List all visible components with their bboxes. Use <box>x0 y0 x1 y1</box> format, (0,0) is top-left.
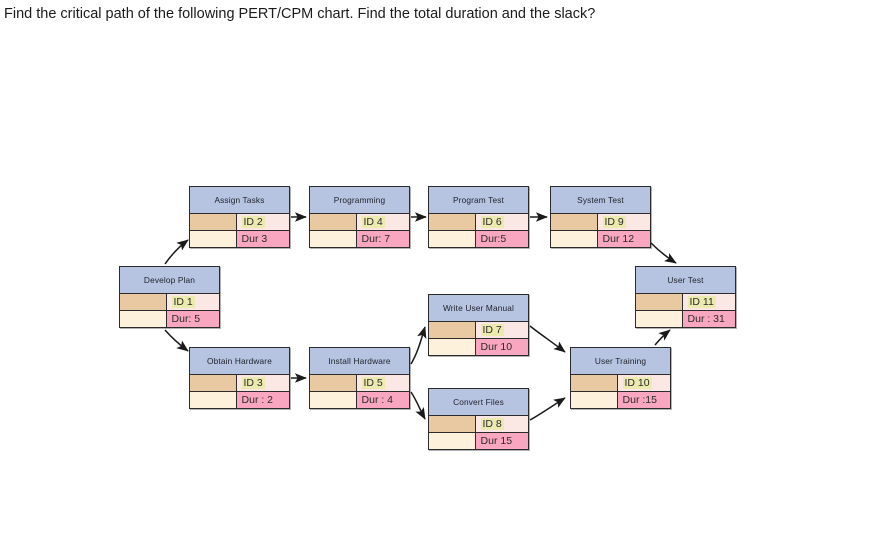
node-id-label: ID 7 <box>480 324 504 336</box>
edge-convert-files-to-user-training <box>529 397 566 421</box>
node-dur-label: Dur : 2 <box>241 394 274 406</box>
node-dur-label: Dur 12 <box>602 233 635 245</box>
node-cell-ls <box>310 392 357 408</box>
node-user-test[interactable]: User Test ID 11 Dur : 31 <box>635 266 736 328</box>
node-cell-es <box>429 214 476 230</box>
node-cell-id: ID 8 <box>475 416 528 432</box>
node-dur-label: Dur: 5 <box>171 313 201 325</box>
node-cell-es <box>429 322 476 338</box>
node-cell-es <box>310 214 357 230</box>
node-cell-dur: Dur: 7 <box>356 231 409 247</box>
node-id-label: ID 1 <box>171 296 195 308</box>
node-write-user-manual[interactable]: Write User Manual ID 7 Dur 10 <box>428 294 529 356</box>
node-title: System Test <box>551 187 650 214</box>
node-title: Programming <box>310 187 409 214</box>
node-cell-es <box>190 214 237 230</box>
node-dur-label: Dur: 7 <box>361 233 391 245</box>
node-cell-dur: Dur : 2 <box>236 392 289 408</box>
node-cell-dur: Dur : 31 <box>682 311 735 327</box>
edge-develop-plan-to-assign-tasks <box>164 239 189 265</box>
node-system-test[interactable]: System Test ID 9 Dur 12 <box>550 186 651 248</box>
node-cell-ls <box>120 311 167 327</box>
node-title: Write User Manual <box>429 295 528 322</box>
node-cell-dur: Dur 15 <box>475 433 528 449</box>
node-cell-es <box>310 375 357 391</box>
node-dur-label: Dur 10 <box>480 341 513 353</box>
node-cell-id: ID 10 <box>617 375 670 391</box>
node-convert-files[interactable]: Convert Files ID 8 Dur 15 <box>428 388 529 450</box>
node-id-label: ID 9 <box>602 216 626 228</box>
node-dur-label: Dur :15 <box>622 394 657 406</box>
node-cell-ls <box>429 339 476 355</box>
node-title: User Training <box>571 348 670 375</box>
node-id-label: ID 6 <box>480 216 504 228</box>
node-cell-dur: Dur 10 <box>475 339 528 355</box>
node-cell-dur: Dur 12 <box>597 231 650 247</box>
node-id-label: ID 5 <box>361 377 385 389</box>
node-cell-id: ID 11 <box>682 294 735 310</box>
node-id-label: ID 8 <box>480 418 504 430</box>
node-title: Develop Plan <box>120 267 219 294</box>
node-cell-es <box>551 214 598 230</box>
node-cell-id: ID 1 <box>166 294 219 310</box>
node-cell-dur: Dur :15 <box>617 392 670 408</box>
node-cell-ls <box>429 433 476 449</box>
node-title: Convert Files <box>429 389 528 416</box>
node-program-test[interactable]: Program Test ID 6 Dur:5 <box>428 186 529 248</box>
node-title: Install Hardware <box>310 348 409 375</box>
node-cell-dur: Dur:5 <box>475 231 528 247</box>
question-prompt: Find the critical path of the following … <box>4 6 596 22</box>
node-obtain-hardware[interactable]: Obtain Hardware ID 3 Dur : 2 <box>189 347 290 409</box>
node-cell-id: ID 7 <box>475 322 528 338</box>
node-cell-ls <box>190 392 237 408</box>
node-cell-ls <box>310 231 357 247</box>
node-id-label: ID 4 <box>361 216 385 228</box>
node-user-training[interactable]: User Training ID 10 Dur :15 <box>570 347 671 409</box>
node-id-label: ID 3 <box>241 377 265 389</box>
node-dur-label: Dur : 4 <box>361 394 394 406</box>
node-cell-id: ID 4 <box>356 214 409 230</box>
edge-develop-plan-to-obtain-hardware <box>164 329 189 352</box>
edge-user-training-to-user-test <box>654 329 671 346</box>
node-cell-ls <box>636 311 683 327</box>
node-cell-ls <box>551 231 598 247</box>
node-cell-id: ID 2 <box>236 214 289 230</box>
node-cell-id: ID 3 <box>236 375 289 391</box>
node-dur-label: Dur 15 <box>480 435 513 447</box>
node-dur-label: Dur 3 <box>241 233 268 245</box>
node-id-label: ID 11 <box>687 296 716 308</box>
node-title: Assign Tasks <box>190 187 289 214</box>
node-install-hardware[interactable]: Install Hardware ID 5 Dur : 4 <box>309 347 410 409</box>
node-cell-es <box>571 375 618 391</box>
node-title: Obtain Hardware <box>190 348 289 375</box>
node-id-label: ID 10 <box>622 377 652 389</box>
edge-install-hardware-to-write-user-manual <box>410 326 427 365</box>
node-dur-label: Dur : 31 <box>687 313 725 325</box>
node-cell-es <box>120 294 167 310</box>
node-title: Program Test <box>429 187 528 214</box>
node-cell-dur: Dur : 4 <box>356 392 409 408</box>
node-programming[interactable]: Programming ID 4 Dur: 7 <box>309 186 410 248</box>
node-cell-dur: Dur 3 <box>236 231 289 247</box>
node-id-label: ID 2 <box>241 216 265 228</box>
node-develop-plan[interactable]: Develop Plan ID 1 Dur: 5 <box>119 266 220 328</box>
node-cell-ls <box>571 392 618 408</box>
edge-install-hardware-to-convert-files <box>410 391 426 420</box>
node-cell-ls <box>429 231 476 247</box>
node-title: User Test <box>636 267 735 294</box>
node-dur-label: Dur:5 <box>480 233 507 245</box>
node-cell-id: ID 9 <box>597 214 650 230</box>
edge-write-user-manual-to-user-training <box>529 325 566 353</box>
edge-system-test-to-user-test <box>650 242 677 264</box>
node-cell-id: ID 5 <box>356 375 409 391</box>
node-assign-tasks[interactable]: Assign Tasks ID 2 Dur 3 <box>189 186 290 248</box>
node-cell-es <box>190 375 237 391</box>
node-cell-id: ID 6 <box>475 214 528 230</box>
node-cell-es <box>636 294 683 310</box>
node-cell-ls <box>190 231 237 247</box>
node-cell-es <box>429 416 476 432</box>
node-cell-dur: Dur: 5 <box>166 311 219 327</box>
